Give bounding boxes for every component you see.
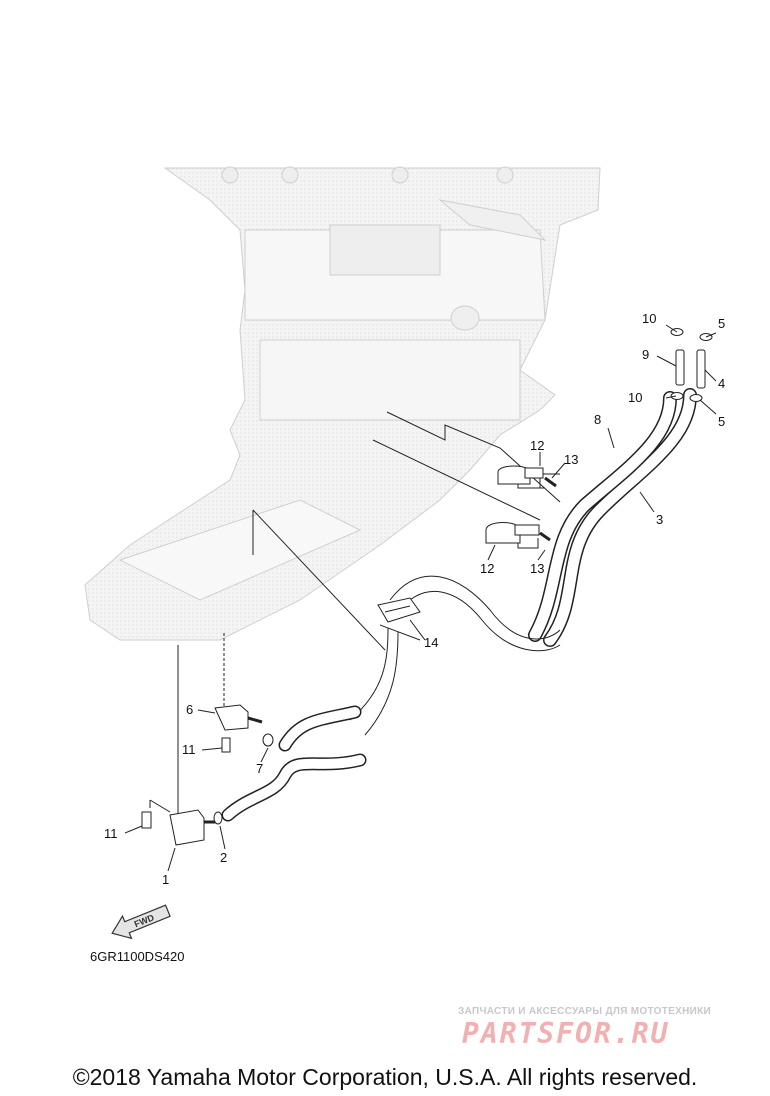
engine-background (84, 166, 601, 641)
callout-11-lower: 11 (104, 826, 118, 841)
hose-lower-2 (221, 753, 367, 822)
hose-lower-7 (278, 705, 362, 752)
part-holder-14 (377, 597, 421, 623)
diagram-code: 6GR1100DS420 (90, 949, 184, 964)
watermark: ЗАПЧАСТИ И АКСЕССУАРЫ ДЛЯ МОТОТЕХНИКИ PA… (458, 1006, 711, 1050)
hose-3 (543, 388, 697, 647)
callout-11-upper: 11 (182, 742, 196, 757)
part-joint-4 (689, 333, 713, 402)
callout-12-lower: 12 (480, 561, 494, 576)
callout-6: 6 (186, 702, 193, 717)
watermark-brand: PARTSFOR.RU (462, 1017, 669, 1050)
callout-13-lower: 13 (530, 561, 544, 576)
callout-1: 1 (162, 872, 169, 887)
callout-4: 4 (718, 376, 725, 391)
hose-upper-loop (349, 575, 561, 736)
part-joint-1 (141, 809, 218, 846)
fwd-arrow-icon: FWD (111, 904, 171, 940)
copyright-notice: ©2018 Yamaha Motor Corporation, U.S.A. A… (72, 1064, 698, 1090)
callout-13-upper: 13 (564, 452, 578, 467)
callout-3: 3 (656, 512, 663, 527)
callout-14: 14 (424, 635, 438, 650)
part-joint-9 (670, 328, 685, 400)
part-clamp-12-upper (497, 465, 557, 488)
callout-7: 7 (256, 761, 263, 776)
part-clip-7 (262, 733, 274, 747)
callout-labels: 10 5 9 4 10 5 8 12 13 3 12 13 14 6 11 7 … (104, 311, 725, 887)
part-clamp-12-lower (485, 522, 551, 544)
callout-10-lower: 10 (628, 390, 642, 405)
callout-12-upper: 12 (530, 438, 544, 453)
part-clip-2 (213, 811, 223, 825)
callout-10-upper: 10 (642, 311, 656, 326)
part-joint-6 (214, 704, 263, 753)
hose-8 (528, 391, 677, 642)
callout-2: 2 (220, 850, 227, 865)
watermark-tagline: ЗАПЧАСТИ И АКСЕССУАРЫ ДЛЯ МОТОТЕХНИКИ (458, 1006, 711, 1017)
callout-8: 8 (594, 412, 601, 427)
callout-5-upper: 5 (718, 316, 725, 331)
callout-ticks (124, 324, 717, 872)
callout-5-lower: 5 (718, 414, 725, 429)
callout-9: 9 (642, 347, 649, 362)
